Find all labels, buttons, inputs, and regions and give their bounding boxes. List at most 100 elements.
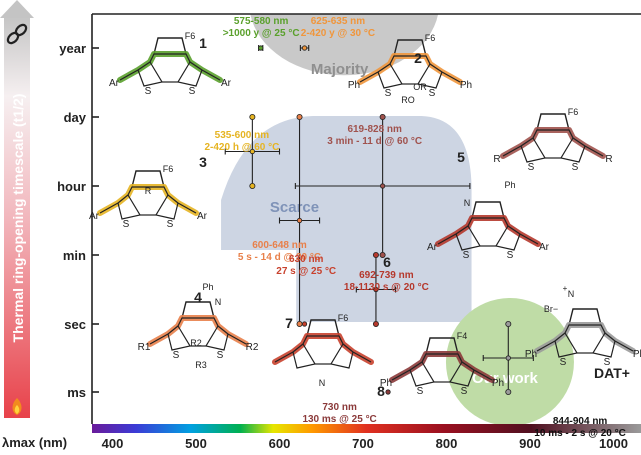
molecule-m3-r: R: [145, 186, 152, 196]
molecule-s-left-m1: S: [145, 86, 152, 97]
molecule-sub-m2: F6: [425, 33, 436, 43]
molecule-m4-r2: R2: [190, 338, 202, 348]
molecule-ring-m5: [536, 113, 570, 131]
range-end-top-DAT+: [505, 320, 512, 327]
range-point-1: [258, 45, 264, 51]
molecule-label-m7: 7: [285, 315, 293, 331]
molecule-label-m1: 1: [199, 35, 207, 51]
molecule-sub-m8: F4: [457, 331, 468, 341]
molecule-thiophene-left-m7: [292, 343, 316, 369]
data-ranges: [224, 45, 534, 395]
molecule-m6-n: N: [464, 198, 471, 208]
molecule-thiophene-right-m2: [417, 63, 443, 89]
range-end-top-6: [372, 251, 379, 258]
molecule-dat-plus: +: [563, 284, 568, 293]
molecule-label-m2: 2: [414, 50, 422, 66]
molecule-ring-m2: [393, 39, 427, 57]
molecule-ring-m4: [181, 301, 215, 319]
molecule-m6-ph: Ph: [504, 180, 515, 190]
molecule-m4-top: Ph: [202, 282, 213, 292]
molecule-dat-n: N: [568, 289, 575, 299]
series-time-4: 5 s - 14 d @ 20 °C: [238, 252, 321, 263]
molecule-m7: F6 7: [272, 313, 374, 369]
x-tick-label-700: 700: [352, 436, 374, 451]
molecule-ring-m6: [471, 201, 505, 219]
range-series-3: [224, 114, 281, 189]
molecule-s-left-m6: S: [463, 250, 470, 261]
series-time-2: 2-420 y @ 30 °C: [301, 28, 375, 39]
series-time-DATplus: 10 ms - 2 s @ 20 °C: [534, 428, 626, 439]
molecule-ring-m3: [131, 170, 165, 188]
molecule-thiophene-right-m5: [560, 137, 586, 163]
range-series-1: [258, 45, 264, 51]
series-wavelength-4: 600-648 nm: [252, 240, 307, 251]
series-wavelength-DATplus: 844-904 nm: [553, 416, 608, 427]
molecule-s-left-m2: S: [385, 88, 392, 99]
range-series-7: [301, 321, 308, 327]
molecule-sub-m7: F6: [338, 313, 349, 323]
series-time-5: 3 min - 11 d @ 60 °C: [327, 136, 422, 147]
range-point-2: [301, 45, 308, 51]
molecule-s-right-m2: S: [429, 88, 436, 99]
molecule-r2-dat: Ph: [633, 349, 641, 360]
range-point-8: [385, 389, 391, 395]
range-point-7: [301, 321, 308, 327]
molecule-backbone-m5: [500, 127, 606, 159]
series-time-3: 2-420 h @ 60 °C: [204, 142, 279, 153]
plot-frame: [91, 13, 641, 433]
range-point-6: [373, 286, 379, 293]
molecule-bonds-m2: [359, 55, 461, 83]
molecule-bonds-m3: [99, 186, 197, 214]
molecule-thiophene-left-m2: [377, 63, 403, 89]
molecule-or2: RO: [401, 95, 415, 105]
molecule-label-m8: 8: [377, 383, 385, 399]
molecule-r1-m2: Ph: [348, 80, 360, 91]
molecule-ring-m8: [425, 337, 459, 355]
molecule-r2-m8: Ph: [492, 378, 504, 389]
range-series-DATplus: [482, 320, 534, 395]
molecule-s-left-m5: S: [528, 162, 535, 173]
molecule-thiophene-left-m6: [455, 225, 481, 251]
flame-icon: [12, 398, 22, 415]
series-time-6: 18-1130 s @ 20 °C: [344, 282, 429, 293]
x-axis-label: λmax (nm): [2, 435, 67, 450]
molecule-thiophene-right-m6: [495, 225, 521, 251]
series-time-7: 27 s @ 25 °C: [276, 266, 336, 277]
molecule-s-left-dat: S: [560, 357, 567, 368]
molecule-s-left-m8: S: [417, 386, 424, 397]
x-tick-label-1000: 1000: [599, 436, 628, 451]
spectrum-bar: [92, 424, 641, 433]
series-wavelength-8: 730 nm: [322, 402, 357, 413]
molecule-s-right-m8: S: [461, 386, 468, 397]
molecule-label-m4: 4: [194, 289, 202, 305]
molecule-s-right-m3: S: [167, 219, 174, 230]
molecule-sub-m1: F6: [185, 31, 196, 41]
range-series-5: [294, 114, 471, 258]
molecule-label-dat: DAT+: [594, 365, 630, 381]
molecule-bonds-m5: [502, 129, 604, 157]
molecule-bonds-m7: [274, 335, 372, 363]
y-axis-arrow: Thermal ring-opening timescale (t1/2): [0, 0, 34, 418]
molecule-r2-m5: R: [605, 154, 612, 165]
range-series-2: [299, 45, 310, 51]
y-tick-label-min: min: [63, 248, 86, 263]
range-end-bottom-3: [249, 182, 256, 189]
molecule-backbone-m1: [117, 51, 223, 83]
molecule-m4-n: N: [215, 297, 222, 307]
molecule-dat: SSPhPhDAT+: [525, 308, 641, 381]
molecule-s-right-m6: S: [507, 250, 514, 261]
region-label-our-work: Our work: [472, 370, 539, 387]
range-point-4: [296, 217, 303, 224]
series-wavelength-2: 625-635 nm: [311, 16, 366, 27]
molecule-or1: OR: [413, 82, 427, 92]
range-point-DAT+: [505, 355, 511, 361]
molecule-r1-m3: Ar: [89, 211, 100, 222]
molecule-s-left-m3: S: [123, 219, 130, 230]
series-wavelength-5: 619-828 nm: [347, 124, 402, 135]
molecule-r2-m4: R2: [246, 342, 259, 353]
molecule-s-right-m4: S: [217, 350, 224, 361]
